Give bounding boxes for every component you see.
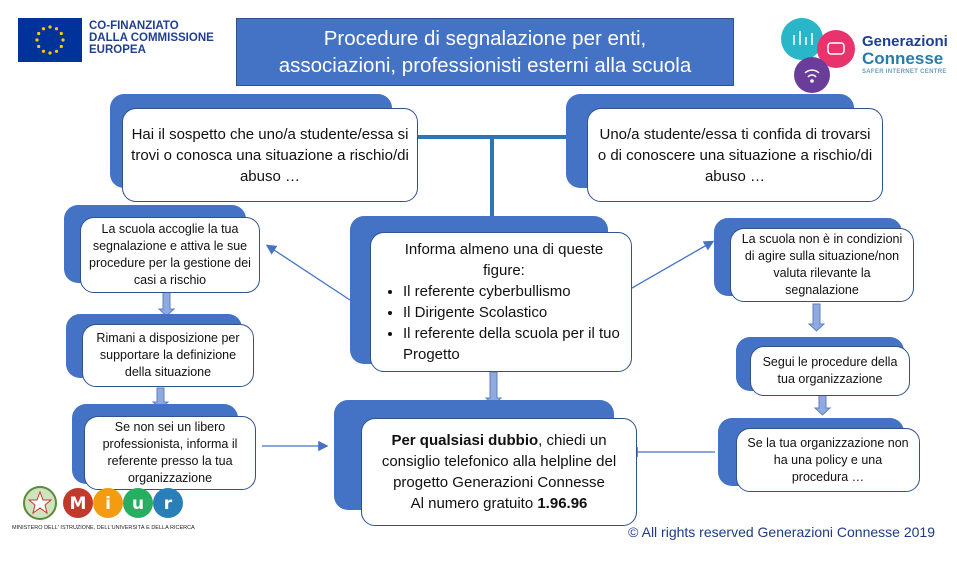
- box-confided: Uno/a studente/essa ti confida di trovar…: [587, 108, 883, 202]
- generazioni-connesse-logo: [780, 15, 862, 95]
- box-school-accepts: La scuola accoglie la tua segnalazione e…: [80, 217, 260, 293]
- box-follow-procedures: Segui le procedure della tua organizzazi…: [750, 346, 910, 396]
- figure-item: Il referente cyberbullismo: [403, 281, 623, 302]
- page-title: Procedure di segnalazione per enti, asso…: [236, 18, 734, 86]
- arrow-center-to-right: [631, 240, 715, 289]
- box-suspect: Hai il sospetto che uno/a studente/essa …: [122, 108, 418, 202]
- box-school-cannot-act: La scuola non è in condizioni di agire s…: [730, 228, 914, 302]
- svg-text:i: i: [105, 494, 111, 514]
- box-stay-available: Rimani a disposizione per supportare la …: [82, 324, 254, 387]
- svg-text:r: r: [164, 494, 173, 514]
- box-inform-figures: Informa almeno una di queste figure: Il …: [370, 232, 632, 372]
- box-inform-referent: Se non sei un libero professionista, inf…: [84, 416, 256, 490]
- arrow-center-to-left: [265, 244, 351, 301]
- miur-logo: M i u r: [62, 487, 192, 524]
- block-arrow-right1: [807, 303, 826, 332]
- italian-republic-emblem: [22, 485, 58, 521]
- figure-item: Il referente della scuola per il tuo Pro…: [403, 323, 623, 365]
- eu-flag-logo: [18, 18, 82, 62]
- box-helpline: Per qualsiasi dubbio, chiedi un consigli…: [361, 418, 637, 526]
- miur-caption: MINISTERO DELL' ISTRUZIONE, DELL'UNIVERS…: [12, 525, 195, 531]
- block-arrow-left1: [157, 291, 176, 317]
- copyright-footer: © All rights reserved Generazioni Connes…: [628, 524, 935, 540]
- eu-cofinanced-text: CO-FINANZIATO DALLA COMMISSIONE EUROPEA: [89, 20, 214, 56]
- generazioni-connesse-wordmark: Generazioni Connesse SAFER INTERNET CENT…: [862, 33, 948, 76]
- box-no-policy: Se la tua organizzazione non ha una poli…: [736, 428, 920, 492]
- figure-item: Il Dirigente Scolastico: [403, 302, 623, 323]
- block-arrow-right2: [813, 393, 832, 416]
- svg-text:M: M: [70, 494, 87, 514]
- svg-text:u: u: [132, 494, 144, 514]
